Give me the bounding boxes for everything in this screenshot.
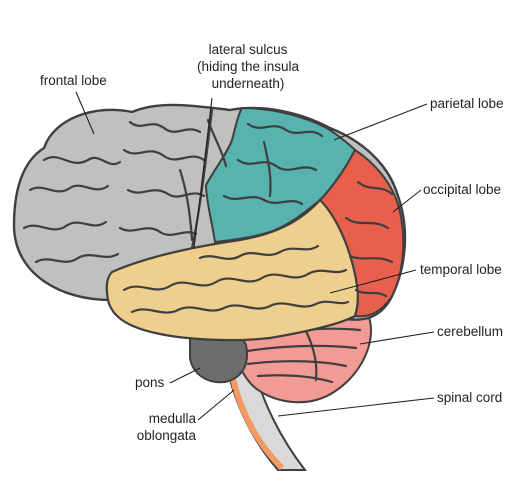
parietal-gyri bbox=[222, 122, 324, 206]
occipital-gyri bbox=[344, 180, 394, 298]
temporal-gyri bbox=[122, 244, 350, 314]
occipital-leader bbox=[392, 189, 422, 213]
pons-leader bbox=[169, 367, 201, 384]
lateral-sulcus-leader bbox=[193, 97, 213, 249]
spinal-cord-leader bbox=[277, 397, 435, 417]
leader-lines bbox=[75, 91, 435, 421]
frontal-gyri bbox=[22, 118, 228, 264]
medulla-oblongata-label: medulla oblongata bbox=[110, 410, 196, 444]
medulla-oblongata-label-line-2: oblongata bbox=[136, 428, 196, 443]
frontal-lobe-label: frontal lobe bbox=[40, 73, 107, 88]
pons-label: pons bbox=[135, 375, 165, 390]
lateral-sulcus-label-line-1: lateral sulcus bbox=[208, 42, 288, 57]
lateral-sulcus-label-line-3: underneath) bbox=[211, 76, 285, 91]
lateral-sulcus-line bbox=[190, 108, 214, 250]
frontal-leader bbox=[75, 91, 95, 135]
temporal-lobe-label: temporal lobe bbox=[420, 262, 502, 277]
parietal-lobe-label: parietal lobe bbox=[430, 96, 504, 111]
medulla-oblongata-label-line-1: medulla bbox=[148, 411, 196, 426]
medulla-leader bbox=[197, 389, 235, 421]
spinal-cord-label: spinal cord bbox=[437, 390, 503, 405]
occipital-lobe-label: occipital lobe bbox=[423, 182, 502, 197]
lateral-sulcus-label-line-2: (hiding the insula bbox=[196, 59, 300, 74]
cerebellum-leader bbox=[359, 331, 435, 345]
parietal-leader bbox=[333, 103, 428, 141]
lateral-sulcus-label: lateral sulcus (hiding the insula undern… bbox=[186, 41, 310, 92]
cerebellum-label: cerebellum bbox=[437, 324, 504, 339]
temporal-leader bbox=[329, 269, 417, 294]
